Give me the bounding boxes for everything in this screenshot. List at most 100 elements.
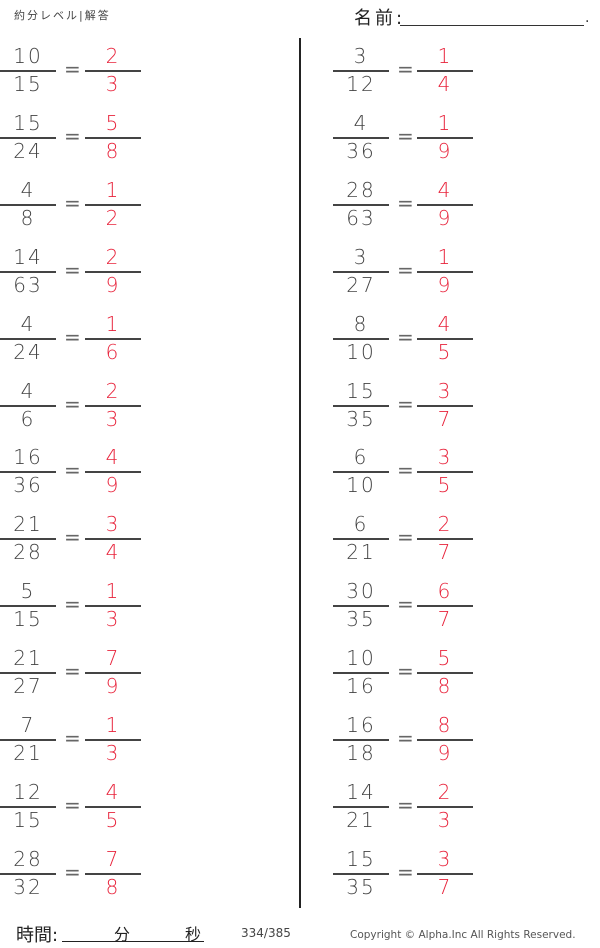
question-numerator: 16 [346,713,376,737]
answer-numerator: 2 [437,512,453,536]
answer-numerator: 1 [105,312,121,336]
fraction-bar [0,538,56,540]
fraction-bar [417,806,473,808]
fraction-bar [333,405,389,407]
fraction-bar [85,873,141,875]
question-numerator: 3 [353,44,369,68]
worksheet-title: 約分レベル|解答 [14,9,111,22]
answer-denominator: 4 [105,540,121,564]
equals-sign: = [64,793,81,817]
time-field-line[interactable] [62,941,204,942]
answer-denominator: 3 [105,741,121,765]
fraction-bar [85,70,141,72]
answer-denominator: 9 [437,741,453,765]
question-numerator: 4 [20,379,36,403]
answer-denominator: 4 [437,72,453,96]
answer-denominator: 7 [437,875,453,899]
answer-numerator: 3 [105,512,121,536]
answer-denominator: 5 [437,473,453,497]
seconds-label: 秒 [185,925,202,944]
equals-sign: = [397,325,414,349]
answer-numerator: 1 [105,178,121,202]
name-label: 名前: [354,8,406,29]
fraction-bar [0,70,56,72]
question-numerator: 14 [13,245,43,269]
question-denominator: 16 [346,674,376,698]
question-numerator: 28 [346,178,376,202]
fraction-bar [0,739,56,741]
question-denominator: 21 [346,808,376,832]
answer-denominator: 8 [105,875,121,899]
fraction-bar [85,204,141,206]
answer-numerator: 2 [105,379,121,403]
answer-numerator: 1 [437,44,453,68]
fraction-bar [0,338,56,340]
fraction-bar [85,739,141,741]
fraction-bar [333,672,389,674]
question-denominator: 15 [13,72,43,96]
fraction-bar [417,338,473,340]
answer-numerator: 8 [437,713,453,737]
question-numerator: 4 [20,178,36,202]
question-denominator: 21 [13,741,43,765]
question-denominator: 6 [20,407,36,431]
question-denominator: 15 [13,607,43,631]
equals-sign: = [397,458,414,482]
question-denominator: 12 [346,72,376,96]
question-denominator: 24 [13,340,43,364]
answer-numerator: 1 [105,579,121,603]
column-divider [299,38,301,908]
question-numerator: 6 [353,512,369,536]
fraction-bar [333,271,389,273]
question-numerator: 15 [13,111,43,135]
fraction-bar [417,873,473,875]
question-denominator: 27 [346,273,376,297]
answer-numerator: 3 [437,847,453,871]
name-field-line[interactable] [400,25,584,26]
fraction-bar [417,672,473,674]
equals-sign: = [64,57,81,81]
fraction-bar [333,873,389,875]
equals-sign: = [64,191,81,215]
fraction-bar [333,538,389,540]
question-denominator: 32 [13,875,43,899]
question-numerator: 10 [13,44,43,68]
fraction-bar [85,806,141,808]
question-denominator: 27 [13,674,43,698]
name-end-dot: . [585,10,590,26]
answer-numerator: 5 [105,111,121,135]
fraction-bar [85,471,141,473]
fraction-bar [417,538,473,540]
fraction-bar [333,70,389,72]
time-label: 時間: [16,925,59,946]
answer-denominator: 3 [105,407,121,431]
